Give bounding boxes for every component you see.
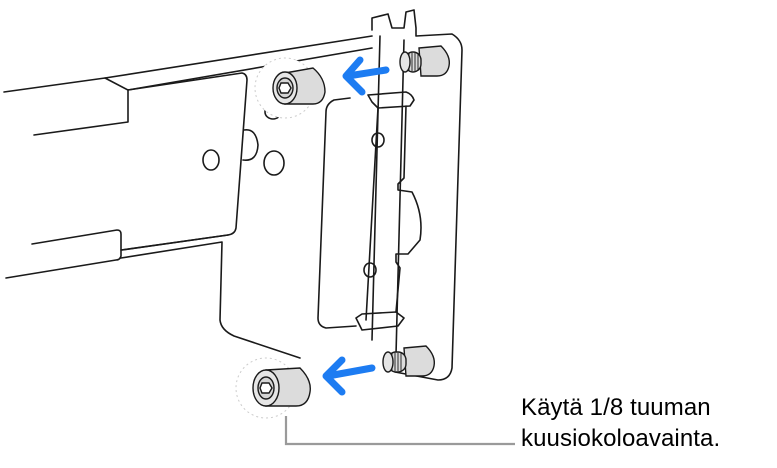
screws: [235, 45, 451, 419]
callout-leader-line: [284, 416, 515, 446]
top-screw-source: [399, 45, 451, 77]
top-arrow-icon: [342, 56, 390, 96]
callout-label: Käytä 1/8 tuuman kuusiokoloavainta.: [521, 392, 720, 454]
callout-line-1: Käytä 1/8 tuuman: [521, 394, 711, 421]
bottom-arrow-icon: [322, 356, 376, 396]
bottom-screw-source: [382, 345, 436, 377]
front-flange: [317, 9, 463, 381]
top-screw-target: [254, 57, 326, 119]
bottom-screw-target: [235, 357, 311, 419]
callout-line-2: kuusiokoloavainta.: [521, 425, 721, 452]
move-arrows: [322, 56, 390, 396]
